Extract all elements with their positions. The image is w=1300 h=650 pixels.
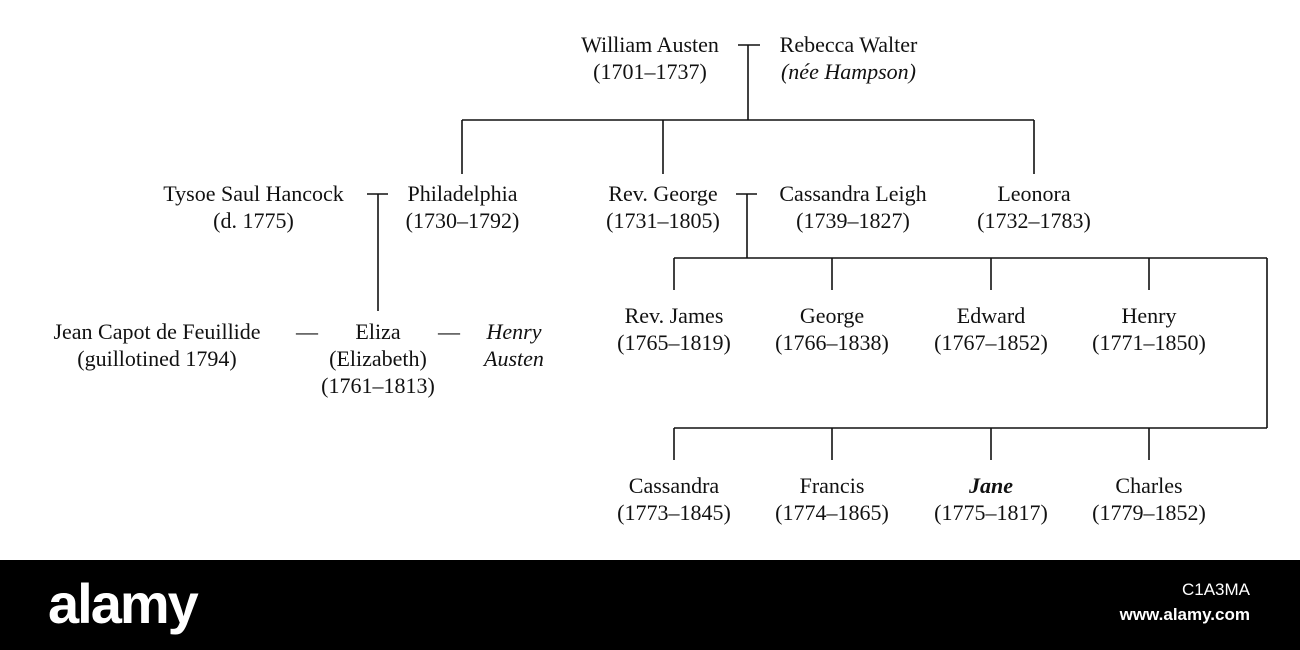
person-dates: (guillotined 1794) [77,346,237,371]
person-dates: (1701–1737) [593,59,707,84]
person-philadelphia: Philadelphia (1730–1792) [385,180,540,234]
person-george-jr: George (1766–1838) [755,302,909,356]
person-leonora: Leonora (1732–1783) [958,180,1110,234]
person-rebecca-walter: Rebecca Walter (née Hampson) [756,31,941,85]
person-dates: (1779–1852) [1092,500,1206,525]
person-dates: (1771–1850) [1092,330,1206,355]
person-charles: Charles (1779–1852) [1072,472,1226,526]
person-dates: (1774–1865) [775,500,889,525]
person-name: Edward [956,303,1026,328]
person-jane: Jane (1775–1817) [914,472,1068,526]
person-henry: Henry (1771–1850) [1072,302,1226,356]
person-name: Eliza [355,319,401,344]
family-tree: William Austen (1701–1737) Rebecca Walte… [26,31,1268,526]
person-dates: (d. 1775) [213,208,294,233]
person-name: Jane [969,473,1013,498]
site-url: www.alamy.com [1119,605,1250,624]
person-name: Henry [1121,303,1177,328]
person-name: Cassandra [628,473,720,498]
person-dates: (1773–1845) [617,500,731,525]
person-francis: Francis (1774–1865) [755,472,909,526]
person-dates: (1731–1805) [606,208,720,233]
person-name: Cassandra Leigh [779,181,927,206]
person-name: Rebecca Walter [779,32,918,57]
person-dates: (1775–1817) [934,500,1048,525]
person-name: Charles [1115,473,1183,498]
image-id-label: C1A3MA [1181,580,1250,599]
person-cassandra-leigh: Cassandra Leigh (1739–1827) [758,180,948,234]
person-surname: Austen [484,346,544,371]
person-name: William Austen [581,32,719,57]
brand-logo: alamy [48,572,199,635]
person-name: Rev. James [624,303,724,328]
person-dates: (1732–1783) [977,208,1091,233]
tree-connectors [367,44,1268,460]
person-tysoe-saul-hancock: Tysoe Saul Hancock (d. 1775) [136,180,371,234]
person-william-austen: William Austen (1701–1737) [560,31,740,85]
person-name: Francis [799,473,865,498]
person-dates: (1765–1819) [617,330,731,355]
watermark-footer: alamy C1A3MA www.alamy.com [0,560,1300,650]
marriage-dash-jean-eliza: — [296,319,318,344]
person-dates: (1766–1838) [775,330,889,355]
person-henry-austen-spouse: Henry Austen [474,318,554,372]
person-name: Jean Capot de Feuillide [53,319,261,344]
person-edward: Edward (1767–1852) [914,302,1068,356]
person-alt-name: (Elizabeth) [329,346,427,371]
person-dates: (1761–1813) [321,373,435,398]
person-note: (née Hampson) [780,59,917,84]
person-name: George [799,303,865,328]
person-name: Tysoe Saul Hancock [163,181,344,206]
person-eliza: Eliza (Elizabeth) (1761–1813) [308,318,448,399]
person-dates: (1739–1827) [796,208,910,233]
marriage-dash-eliza-henry: — [438,319,460,344]
person-name: Philadelphia [407,181,518,206]
person-rev-james: Rev. James (1765–1819) [597,302,751,356]
person-name: Henry [486,319,542,344]
person-jean-capot-de-feuillide: Jean Capot de Feuillide (guillotined 179… [26,318,288,372]
person-rev-george: Rev. George (1731–1805) [588,180,738,234]
person-dates: (1767–1852) [934,330,1048,355]
person-name: Leonora [997,181,1071,206]
person-cassandra: Cassandra (1773–1845) [597,472,751,526]
person-name: Rev. George [608,181,718,206]
person-dates: (1730–1792) [405,208,520,233]
